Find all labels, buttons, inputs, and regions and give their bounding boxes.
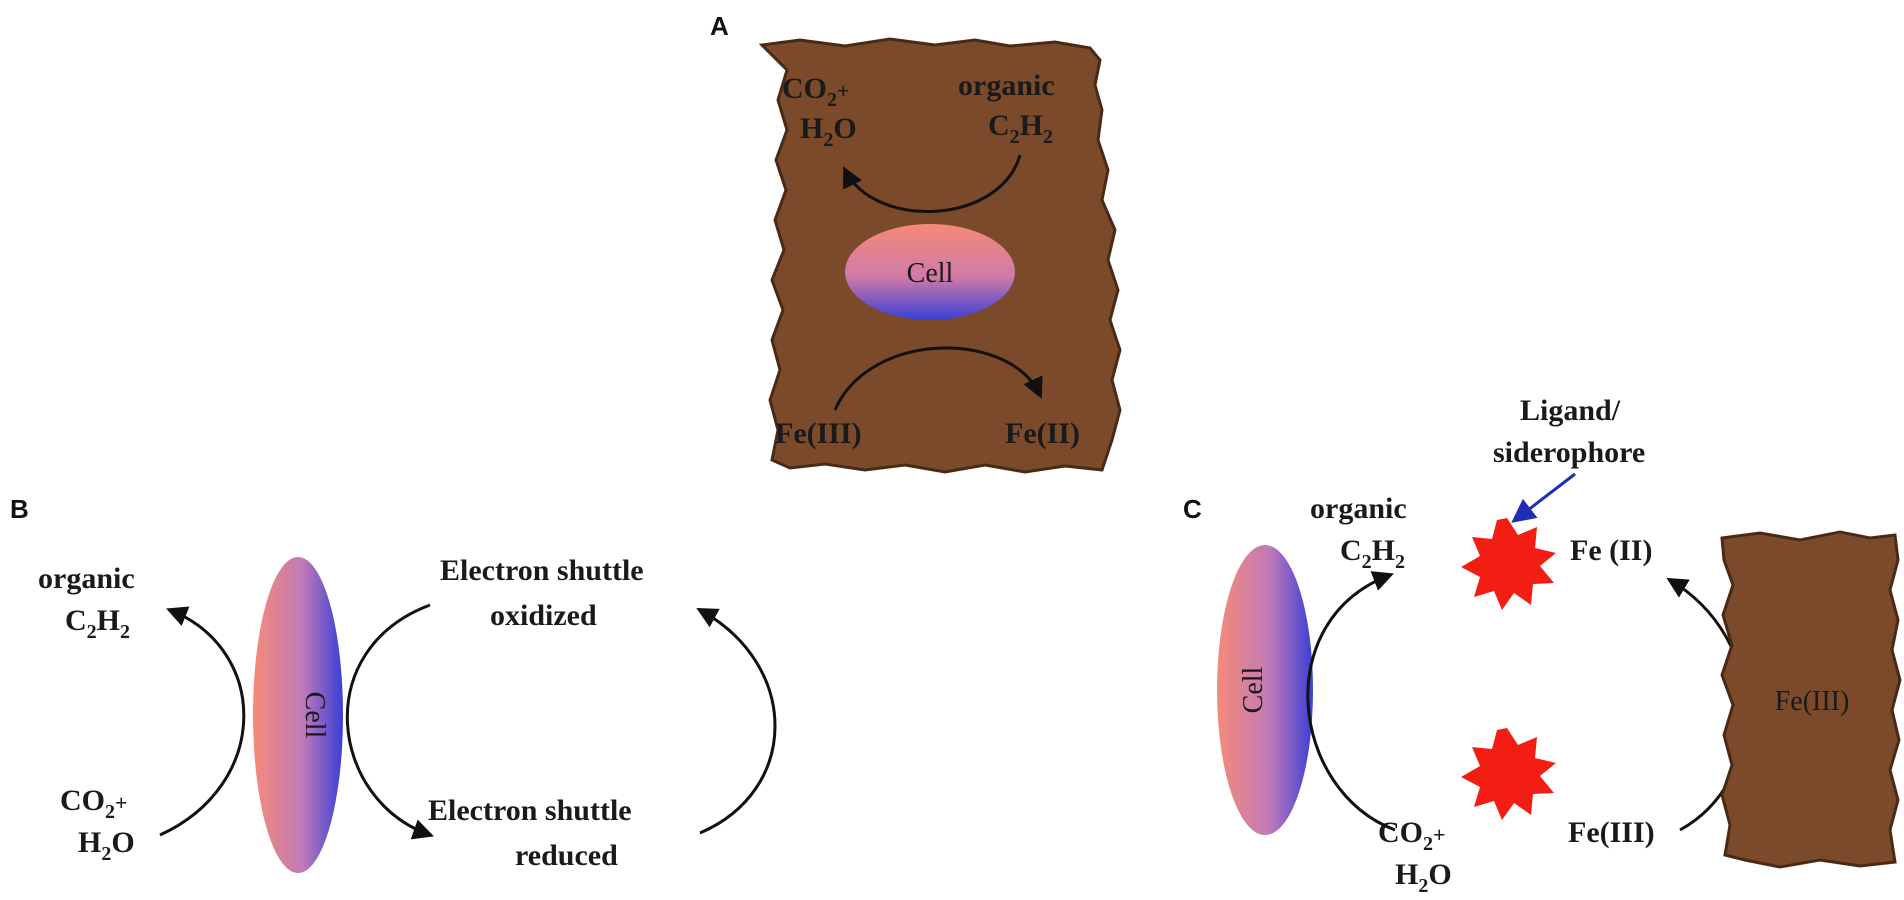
panel-c: C Ligand/ siderophore organic C2H2 CO2+ … bbox=[1183, 394, 1902, 897]
co2-a: CO2+ bbox=[782, 72, 850, 111]
siderophore-top-icon bbox=[1461, 518, 1556, 610]
fe3-a: Fe(III) bbox=[775, 417, 862, 450]
siderophore-bottom-icon bbox=[1461, 728, 1556, 820]
organic-a: organic bbox=[958, 69, 1055, 102]
h2o-c: H2O bbox=[1395, 858, 1452, 897]
fe3-block-label: Fe(III) bbox=[1775, 686, 1850, 717]
co2-c: CO2+ bbox=[1378, 816, 1446, 855]
panel-a-letter: A bbox=[710, 11, 729, 41]
cell-a bbox=[845, 224, 1015, 320]
arrow-b-middle bbox=[346, 603, 434, 840]
cell-b-label: Cell bbox=[299, 692, 330, 739]
cell-c-label: Cell bbox=[1238, 666, 1269, 713]
shuttle-red-line2: reduced bbox=[515, 839, 618, 872]
fe2-a: Fe(II) bbox=[1005, 417, 1080, 450]
c2h2-c: C2H2 bbox=[1340, 534, 1405, 573]
shuttle-ox-line2: oxidized bbox=[490, 599, 597, 632]
ligand-arrow bbox=[1511, 472, 1576, 523]
co2-b: CO2+ bbox=[60, 784, 128, 823]
panel-b: B organic C2H2 CO2+ H2O Cell Electron sh… bbox=[10, 494, 777, 873]
fe3-c-bottom: Fe(III) bbox=[1568, 816, 1655, 849]
shuttle-ox-line1: Electron shuttle bbox=[440, 554, 644, 587]
fe2-c: Fe (II) bbox=[1570, 534, 1652, 567]
h2o-b: H2O bbox=[78, 826, 135, 865]
h2o-a: H2O bbox=[800, 112, 857, 151]
organic-c: organic bbox=[1310, 492, 1407, 525]
c2h2-a: C2H2 bbox=[988, 109, 1053, 148]
cell-b bbox=[253, 557, 343, 873]
mineral-block-c bbox=[1720, 530, 1902, 869]
arrow-a-lower bbox=[833, 346, 1043, 411]
cell-a-label: Cell bbox=[907, 258, 954, 289]
panel-a: A Cell CO2+ H2O organic C2H2 Fe(III) Fe(… bbox=[710, 11, 1122, 474]
arrow-b-left bbox=[159, 606, 246, 837]
arrow-c-left bbox=[1306, 571, 1396, 832]
panel-c-letter: C bbox=[1183, 494, 1202, 524]
cell-c bbox=[1217, 545, 1313, 835]
shuttle-red-line1: Electron shuttle bbox=[428, 794, 632, 827]
panel-b-letter: B bbox=[10, 494, 29, 524]
ligand-line1: Ligand/ bbox=[1520, 394, 1621, 427]
arrow-b-right bbox=[696, 607, 777, 835]
ligand-line2: siderophore bbox=[1493, 436, 1645, 469]
c2h2-b: C2H2 bbox=[65, 604, 130, 643]
arrow-a-upper bbox=[843, 154, 1022, 214]
organic-b: organic bbox=[38, 562, 135, 595]
